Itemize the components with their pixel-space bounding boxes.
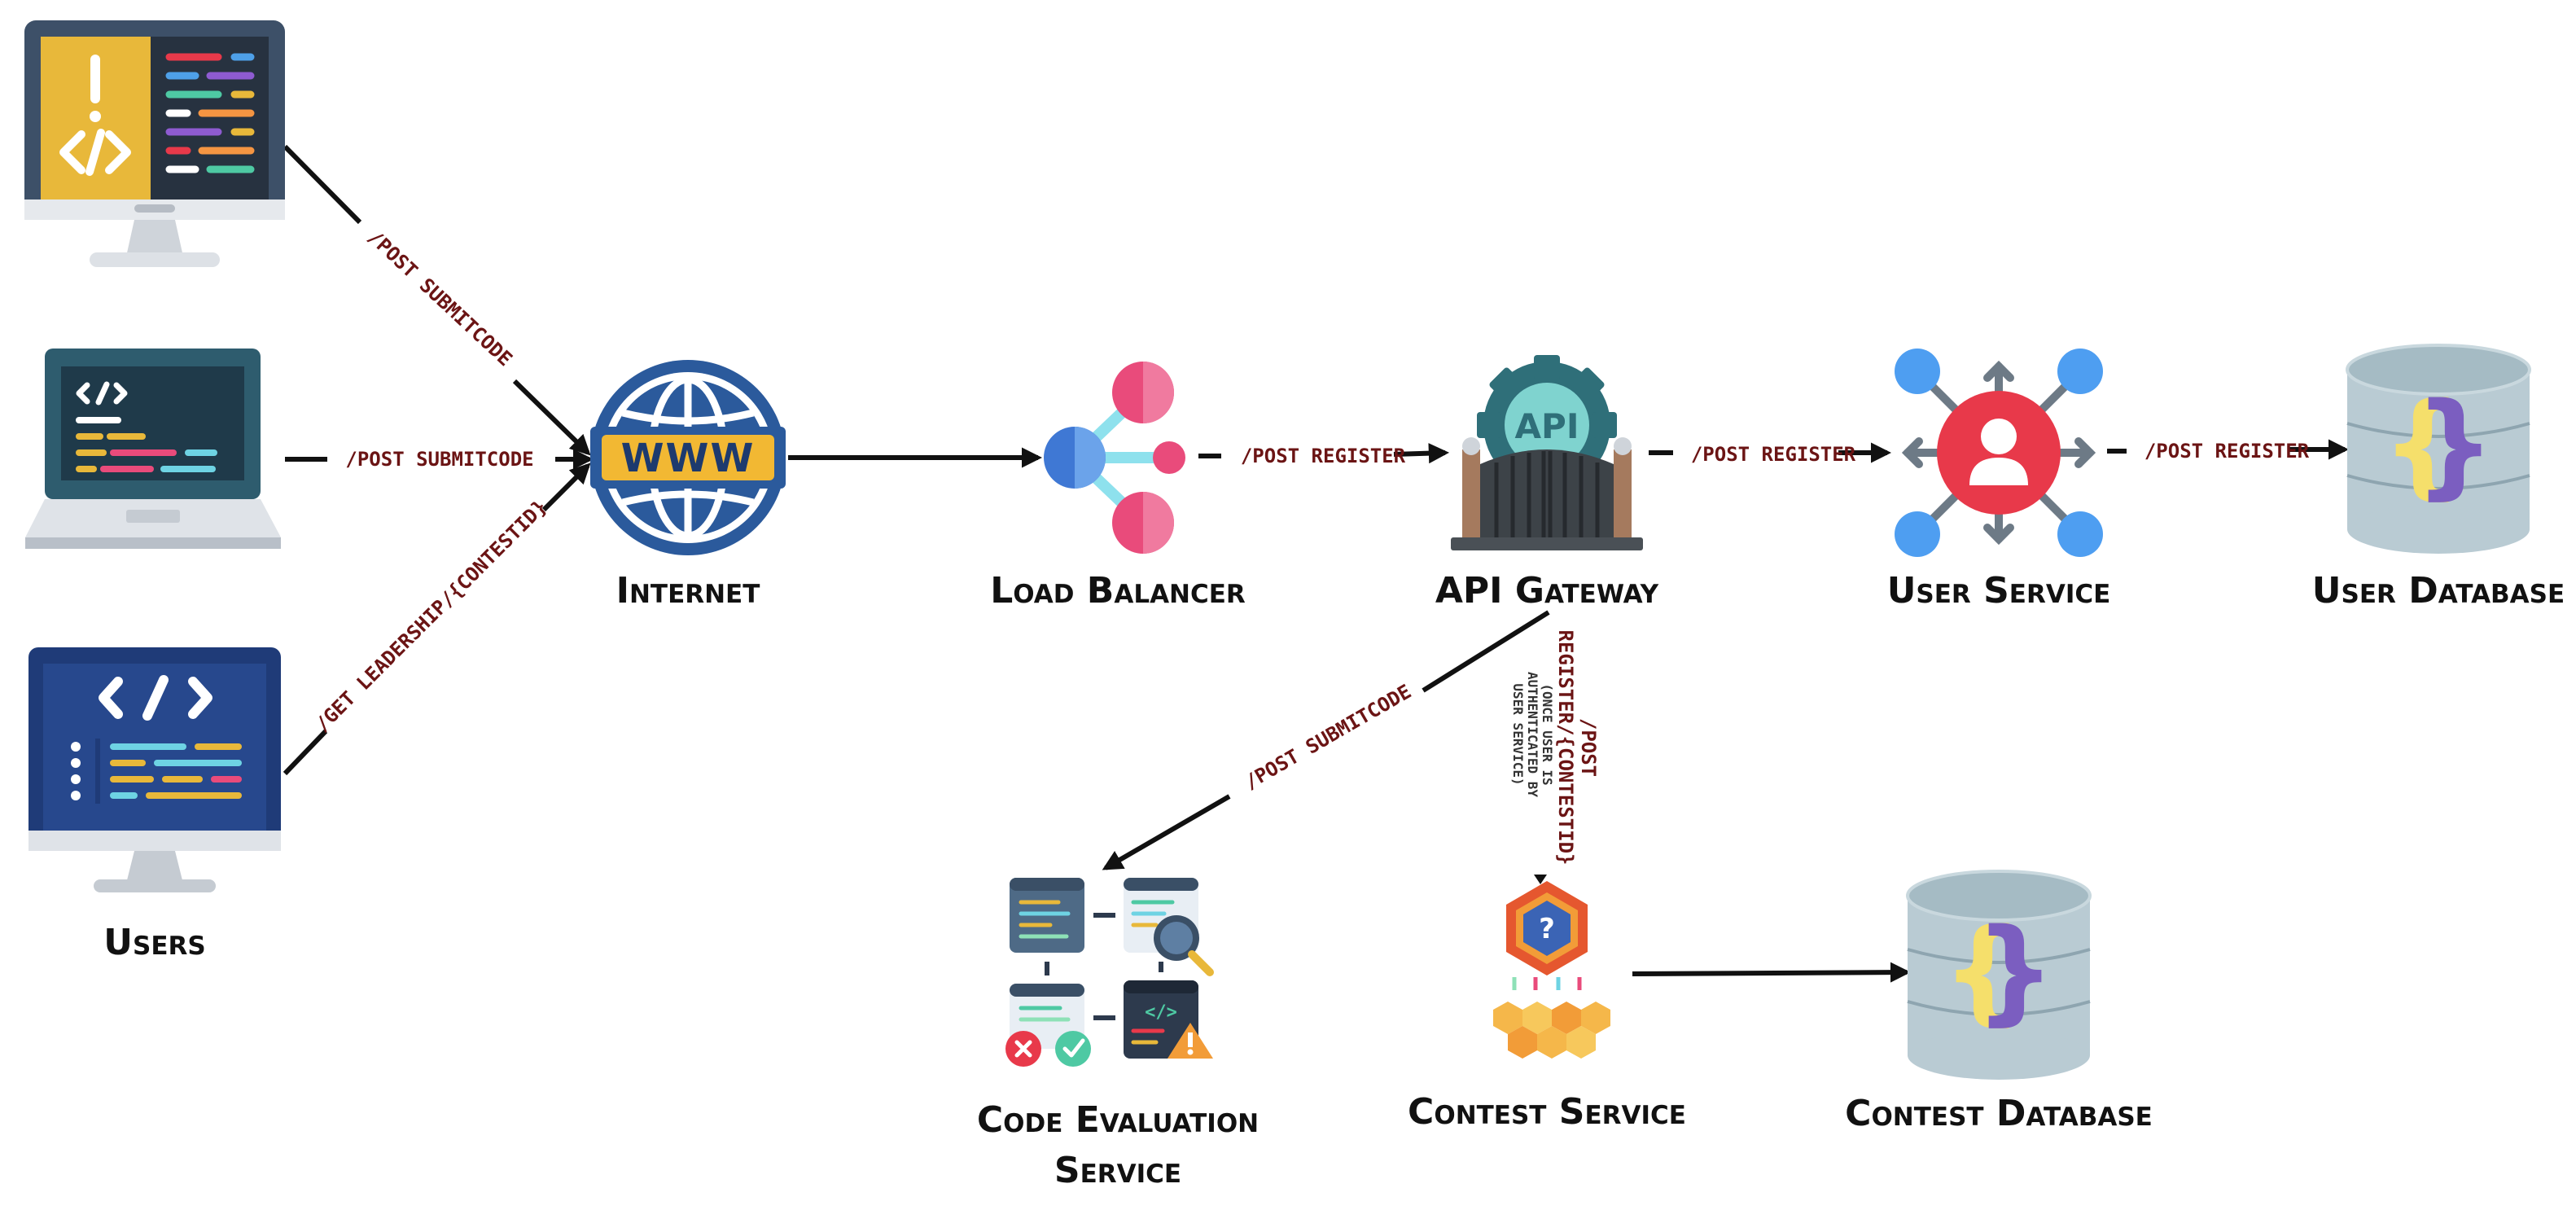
svg-text:API: API bbox=[1515, 406, 1579, 446]
edge-label-gateway-contest: /POST REGISTER/{CONTESTID} (ONCE USER IS… bbox=[1510, 630, 1600, 866]
contest-hexagon-icon: ? bbox=[1493, 881, 1610, 1059]
node-label-code-evaluation-line2: Service bbox=[1054, 1150, 1181, 1191]
edge-label-gateway-contest-line1: /POST bbox=[1577, 718, 1600, 777]
edge-label-laptop-internet: /POST SUBMITCODE bbox=[345, 448, 533, 471]
edge-gateway-codeeval-seg1 bbox=[1422, 610, 1550, 693]
user-network-icon bbox=[1895, 349, 2103, 557]
edge-label-lb-gateway: /POST REGISTER bbox=[1241, 445, 1406, 467]
node-label-internet: Internet bbox=[616, 570, 760, 612]
globe-www-icon: WWW bbox=[590, 360, 786, 555]
database-icon: { } bbox=[2346, 344, 2531, 554]
node-labels: Users Internet Load Balancer API Gateway… bbox=[103, 570, 2565, 1191]
edge-note-line1: (ONCE USER IS bbox=[1540, 683, 1555, 785]
node-label-api-gateway: API Gateway bbox=[1435, 570, 1659, 612]
edge-monitor-internet-seg1 bbox=[283, 729, 328, 776]
node-label-load-balancer: Load Balancer bbox=[990, 570, 1246, 612]
edge-labels: /POST SUBMITCODE /POST SUBMITCODE /GET L… bbox=[311, 226, 2310, 865]
svg-text:{: { bbox=[1942, 905, 2023, 1037]
svg-text:</>: </> bbox=[1145, 1002, 1177, 1023]
edge-note-line3: USER SERVICE) bbox=[1510, 683, 1526, 785]
edge-label-gateway-userservice: /POST REGISTER bbox=[1691, 443, 1856, 466]
edge-label-monitor-internet: /GET LEADERSHIP/{CONTESTID} bbox=[311, 496, 552, 737]
contest-database-icon: { } bbox=[1906, 870, 2092, 1080]
code-evaluation-icon: </> bbox=[1005, 878, 1214, 1067]
monitor-code-icon bbox=[28, 647, 281, 892]
desktop-code-editor-icon bbox=[24, 20, 285, 267]
node-label-user-service: User Service bbox=[1887, 570, 2111, 612]
edge-gateway-codeeval-seg2 bbox=[1102, 794, 1231, 870]
node-label-user-database: User Database bbox=[2312, 570, 2565, 612]
edge-label-desktop-internet: /POST SUBMITCODE bbox=[363, 226, 516, 370]
edge-gateway-contest-arrowhead bbox=[1534, 875, 1547, 884]
edge-label-userservice-db: /POST REGISTER bbox=[2144, 440, 2310, 463]
edge-desktop-internet-seg1 bbox=[283, 144, 362, 225]
edge-contest-contestdb bbox=[1632, 962, 1912, 983]
svg-text:}: } bbox=[2414, 379, 2495, 511]
edge-note-line2: AUTHENTICATED BY bbox=[1525, 672, 1540, 797]
node-label-users: Users bbox=[103, 922, 205, 963]
svg-text:{: { bbox=[2381, 379, 2463, 511]
node-label-contest-database: Contest Database bbox=[1845, 1093, 2153, 1134]
edge-lb-gateway-seg2 bbox=[1393, 443, 1450, 464]
laptop-code-icon bbox=[25, 349, 281, 549]
api-gate-icon: API bbox=[1451, 355, 1643, 550]
node-label-contest-service: Contest Service bbox=[1408, 1091, 1686, 1133]
svg-text:}: } bbox=[1974, 905, 2056, 1037]
load-balancer-icon bbox=[1044, 362, 1185, 554]
svg-text:?: ? bbox=[1539, 913, 1555, 945]
edge-label-gateway-contest-line2: REGISTER/{CONTESTID} bbox=[1554, 630, 1577, 866]
edge-monitor-internet-seg2 bbox=[541, 463, 591, 512]
edge-label-gateway-codeeval: /POST SUBMITCODE bbox=[1241, 680, 1415, 794]
svg-text:WWW: WWW bbox=[621, 436, 756, 481]
node-label-code-evaluation-line1: Code Evaluation bbox=[977, 1099, 1259, 1141]
edge-desktop-internet-seg2 bbox=[512, 379, 591, 456]
connectors bbox=[283, 144, 2350, 983]
